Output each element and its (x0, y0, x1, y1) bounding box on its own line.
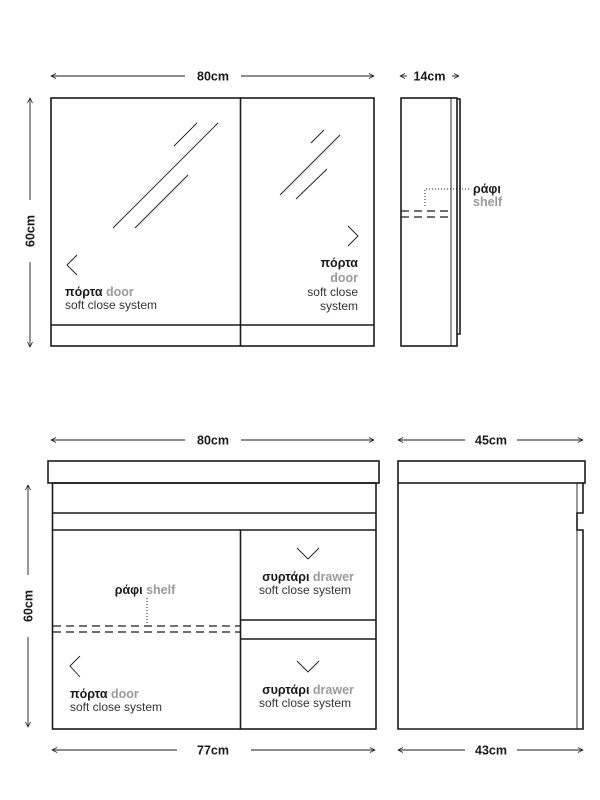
top-cabinet-front: πόρτα door soft close system πόρτα door … (50, 97, 375, 347)
svg-text:system: system (320, 299, 358, 313)
bottom-depth-dimension: 45cm (398, 434, 583, 448)
top-depth-dimension: 14cm (400, 70, 459, 84)
svg-text:soft close system: soft close system (65, 298, 157, 312)
svg-text:door: door (330, 271, 358, 285)
svg-text:shelf: shelf (473, 195, 503, 209)
top-cabinet-side: ράφι shelf (400, 97, 503, 347)
left-door-label: πόρτα door (65, 285, 134, 299)
svg-text:60cm: 60cm (24, 215, 38, 247)
chevron-down-icon (296, 660, 320, 673)
bottom-shelf-label: ράφι shelf (115, 583, 176, 597)
bottom-cabinet-side (397, 460, 586, 730)
svg-text:77cm: 77cm (197, 744, 229, 758)
bottom-door-label: πόρτα door (70, 687, 139, 701)
svg-text:soft close system: soft close system (259, 583, 351, 597)
top-drawer-label: συρτάρι drawer (262, 570, 354, 584)
bottom-inner-width-dimension: 77cm (52, 744, 375, 758)
svg-text:14cm: 14cm (414, 70, 446, 84)
svg-text:soft close: soft close (307, 285, 358, 299)
svg-text:80cm: 80cm (197, 70, 229, 84)
svg-text:ράφι: ράφι (473, 182, 501, 196)
svg-text:soft close system: soft close system (259, 696, 351, 710)
bottom-drawer-label: συρτάρι drawer (262, 683, 354, 697)
svg-text:45cm: 45cm (475, 434, 507, 448)
svg-text:43cm: 43cm (475, 744, 507, 758)
chevron-left-icon (66, 254, 78, 276)
chevron-right-icon (347, 225, 359, 247)
chevron-left-icon (69, 655, 81, 678)
bottom-width-dimension: 80cm (51, 434, 374, 448)
svg-text:πόρτα: πόρτα (320, 256, 358, 270)
bottom-height-dimension: 60cm (22, 485, 36, 727)
svg-text:80cm: 80cm (197, 434, 229, 448)
top-height-dimension: 60cm (24, 98, 38, 347)
svg-text:soft close system: soft close system (70, 700, 162, 714)
bottom-cabinet-front: ράφι shelf πόρτα door soft close system … (47, 460, 380, 730)
svg-text:60cm: 60cm (22, 590, 36, 622)
bottom-inner-depth-dimension: 43cm (398, 744, 583, 758)
mirror-reflection-icon (112, 122, 341, 229)
chevron-down-icon (296, 547, 320, 560)
top-width-dimension: 80cm (51, 70, 374, 84)
